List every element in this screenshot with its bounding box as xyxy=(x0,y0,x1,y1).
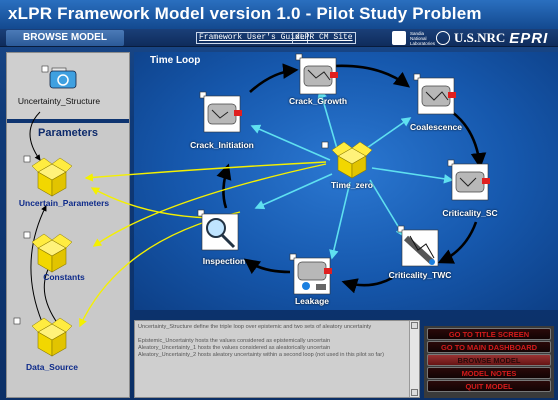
sponsor-logos: Sandia National Laboratories U.S.NRC EPR… xyxy=(392,29,549,47)
model-notes-button[interactable]: MODEL NOTES xyxy=(427,367,551,379)
main-menu: GO TO TITLE SCREEN GO TO MAIN DASHBOARD … xyxy=(424,326,554,398)
info-panel: Uncertainty_Structure define the triple … xyxy=(134,320,420,398)
quit-model-button[interactable]: QUIT MODEL xyxy=(427,380,551,392)
info-line: Epistemic_Uncertainty hosts the values c… xyxy=(138,338,331,344)
criticality-sc-label[interactable]: Criticality_SC xyxy=(442,208,498,218)
data-source-label[interactable]: Data_Source xyxy=(26,362,78,372)
go-title-screen-button[interactable]: GO TO TITLE SCREEN xyxy=(427,328,551,340)
title-bar: xLPR Framework Model version 1.0 - Pilot… xyxy=(0,0,558,29)
coalescence-label[interactable]: Coalescence xyxy=(410,122,462,132)
users-guide-link[interactable]: Framework User's Guide xyxy=(196,32,308,44)
app-title: xLPR Framework Model version 1.0 - Pilot… xyxy=(8,4,482,23)
epri-logo: EPRI xyxy=(509,29,549,47)
scroll-up-icon[interactable] xyxy=(411,322,418,329)
browse-model-button[interactable]: BROWSE MODEL xyxy=(427,354,551,366)
browse-model-label: BROWSE MODEL xyxy=(6,30,124,46)
info-line: Aleatory_Uncertainty_1 hosts the values … xyxy=(138,345,331,351)
criticality-twc-label[interactable]: Criticality_TWC xyxy=(388,270,452,280)
sandia-text: Sandia National Laboratories xyxy=(410,30,436,46)
info-line: Aleatory_Uncertainty_2 hosts aleatory un… xyxy=(138,352,384,358)
cm-site-link[interactable]: xLPR CM Site xyxy=(292,32,356,44)
go-main-dashboard-button[interactable]: GO TO MAIN DASHBOARD xyxy=(427,341,551,353)
nrc-logo: U.S.NRC xyxy=(454,30,506,45)
info-line: Uncertainty_Structure define the triple … xyxy=(138,324,372,330)
crack-growth-label[interactable]: Crack_Growth xyxy=(288,96,348,106)
info-text[interactable]: Uncertainty_Structure define the triple … xyxy=(138,324,406,359)
time-zero-label[interactable]: Time_zero xyxy=(331,180,373,190)
uncertainty-structure-label[interactable]: Uncertainty_Structure xyxy=(17,96,101,106)
info-scrollbar[interactable] xyxy=(409,321,419,397)
uncertain-parameters-label[interactable]: Uncertain_Parameters xyxy=(18,198,110,208)
inspection-label[interactable]: Inspection xyxy=(202,256,246,266)
constants-label[interactable]: Constants xyxy=(43,272,85,282)
nav-bar: BROWSE MODEL Framework User's Guide xLPR… xyxy=(0,29,558,47)
sandia-logo-icon xyxy=(392,31,406,45)
scroll-down-icon[interactable] xyxy=(411,389,418,396)
left-divider xyxy=(7,119,129,123)
parameters-title: Parameters xyxy=(38,127,98,139)
canvas-title: Time Loop xyxy=(150,55,201,66)
leakage-label[interactable]: Leakage xyxy=(294,296,330,306)
left-top-section xyxy=(7,53,129,119)
crack-initiation-label[interactable]: Crack_Initiation xyxy=(190,140,254,150)
nrc-seal-icon xyxy=(436,31,450,45)
info-line xyxy=(138,331,406,338)
